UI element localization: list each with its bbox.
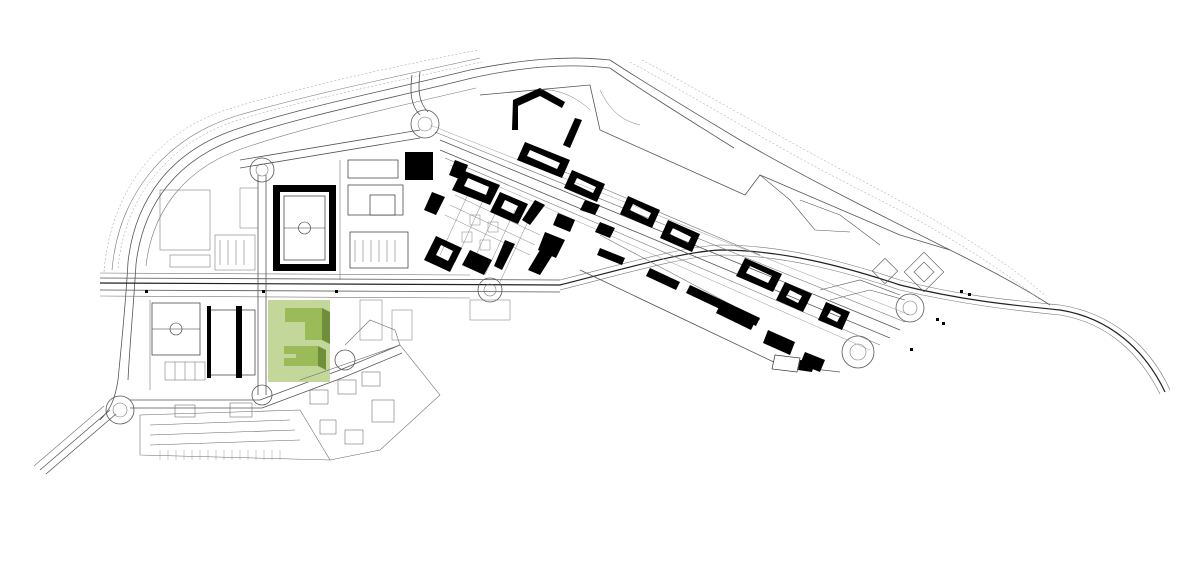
perimeter-block	[776, 282, 812, 312]
perimeter-block	[424, 236, 462, 272]
roundabout-icon	[895, 293, 925, 323]
diamond-pavilion-icon	[903, 251, 945, 293]
main-arterial	[99, 244, 1171, 395]
southwest-road	[33, 344, 403, 475]
sports-block	[151, 302, 256, 381]
northeast-road	[410, 59, 1051, 306]
roundabout-icon	[477, 277, 503, 303]
roundabout-icon	[334, 349, 356, 371]
perimeter-block	[660, 220, 700, 252]
building-blocks	[424, 88, 850, 372]
perimeter-block	[564, 170, 605, 202]
roundabout-icon	[410, 109, 440, 139]
perimeter-block	[818, 302, 850, 330]
highlighted-parcel	[268, 300, 330, 382]
roundabouts	[105, 109, 925, 425]
ring-road	[99, 49, 611, 421]
roundabout-icon	[841, 335, 875, 369]
rail-markers	[145, 290, 971, 351]
perimeter-block	[736, 258, 782, 292]
misc-outlines	[239, 89, 641, 341]
perimeter-block	[517, 142, 570, 178]
sports-field-icon	[169, 322, 183, 336]
diamond-pavilion-icon	[871, 257, 899, 285]
roundabout-icon	[251, 384, 273, 406]
south-residential	[139, 319, 441, 461]
roundabout-icon	[105, 395, 135, 425]
perimeter-block	[452, 170, 500, 205]
stadium-block	[159, 185, 336, 271]
south-east-buildings	[771, 354, 815, 373]
perimeter-block	[490, 192, 528, 224]
roundabout-icon	[249, 157, 275, 183]
east-boulevard	[429, 84, 951, 373]
civic-block	[347, 152, 433, 269]
perimeter-block	[620, 196, 660, 228]
east-parcel	[759, 174, 945, 301]
